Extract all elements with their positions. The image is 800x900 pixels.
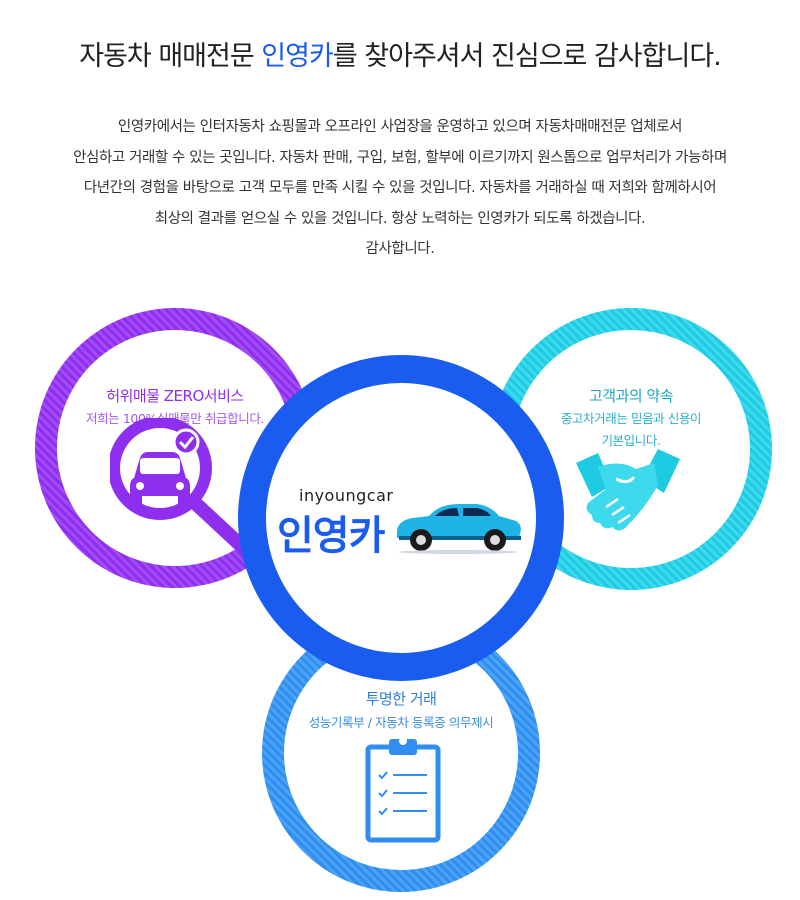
brand-logo-english: inyoungcar [299, 486, 394, 505]
headline-text-before: 자동차 매매전문 [79, 41, 262, 72]
sports-car-icon [397, 504, 521, 554]
handshake-icon [576, 449, 680, 531]
clipboard-checklist-icon [365, 737, 441, 843]
headline-brand: 인영카 [261, 41, 334, 72]
feature-subtitle-line: 중고차거래는 믿음과 신용이 [560, 411, 702, 426]
intro-paragraph: 인영카에서는 인터자동차 쇼핑몰과 오프라인 사업장을 운영하고 있으며 자동차… [0, 112, 800, 265]
feature-subtitle-line: 기본입니다. [601, 433, 661, 448]
feature-title: 투명한 거래 [365, 690, 437, 708]
feature-title: 고객과의 약속 [588, 387, 674, 405]
page-headline: 자동차 매매전문 인영카를 찾아주셔서 진심으로 감사합니다. [0, 34, 800, 73]
feature-title: 허위매물 ZERO서비스 [106, 387, 244, 405]
feature-subtitle: 성능기록부 / 자동차 등록증 의무제시 [308, 715, 494, 730]
intro-line: 다년간의 경험을 바탕으로 고객 모두를 만족 시킬 수 있을 것입니다. 자동… [83, 180, 717, 196]
brand-logo-korean: 인영카 [277, 513, 385, 559]
car-magnifier-check-icon [110, 418, 257, 558]
headline-text-after: 를 찾아주셔서 진심으로 감사합니다. [332, 41, 722, 72]
intro-line: 감사합니다. [365, 241, 435, 257]
feature-subtitle: 중고차거래는 믿음과 신용이 기본입니다. [512, 408, 750, 452]
intro-line: 안심하고 거래할 수 있는 곳입니다. 자동차 판매, 구입, 보험, 할부에 … [73, 149, 727, 166]
intro-line: 최상의 결과를 얻으실 수 있을 것입니다. 항상 노력하는 인영카가 되도록 … [154, 210, 646, 227]
intro-line: 인영카에서는 인터자동차 쇼핑몰과 오프라인 사업장을 운영하고 있으며 자동차… [117, 119, 683, 135]
feature-circle-customer-promise: 고객과의 약속 중고차거래는 믿음과 신용이 기본입니다. [490, 308, 772, 590]
